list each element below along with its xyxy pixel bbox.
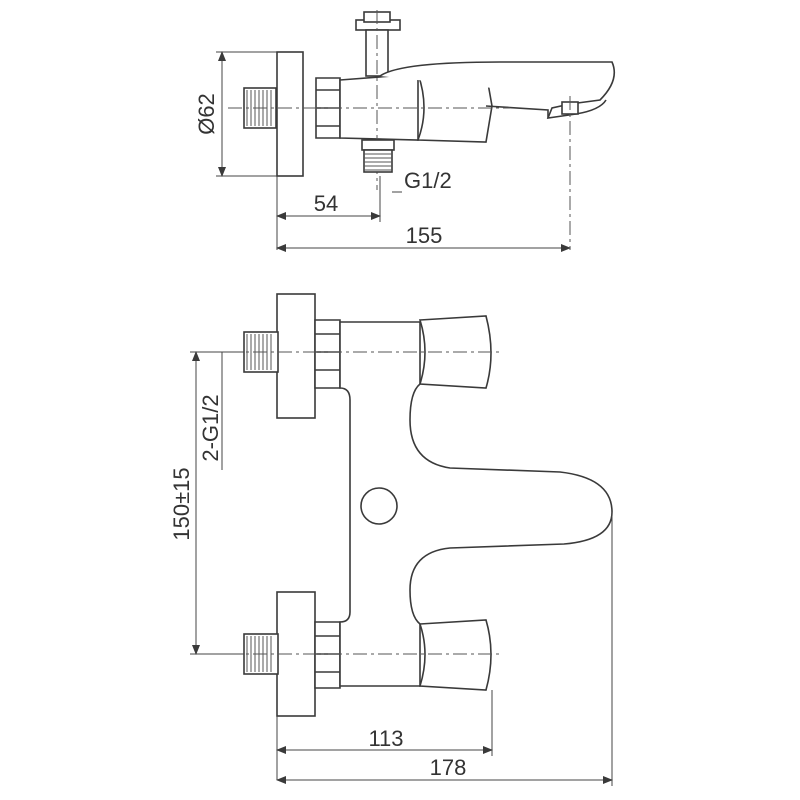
dim-depth-total: 155 bbox=[276, 223, 571, 252]
upper-hex-nut bbox=[314, 319, 341, 389]
top-handle bbox=[416, 71, 493, 143]
label-center-distance: 150±15 bbox=[169, 467, 194, 540]
label-overall-length: 178 bbox=[430, 755, 467, 780]
upper-wall-flange bbox=[276, 293, 316, 419]
label-inlet-thread-pair: 2-G1/2 bbox=[198, 394, 223, 461]
dim-inlet-thread-pair: 2-G1/2 bbox=[198, 352, 223, 470]
label-spout-reach: 113 bbox=[368, 726, 403, 751]
label-inlet-thread: G1/2 bbox=[404, 168, 452, 193]
label-diameter: Ø62 bbox=[194, 93, 219, 135]
lower-handle bbox=[418, 619, 492, 691]
label-depth-total: 155 bbox=[406, 223, 443, 248]
top-bottom-inlet bbox=[361, 139, 395, 173]
top-body bbox=[339, 73, 419, 141]
dim-spout-reach: 113 bbox=[276, 690, 493, 780]
lower-hex-nut bbox=[314, 621, 341, 689]
mixer-body bbox=[339, 321, 613, 687]
diverter-knob bbox=[360, 487, 398, 525]
top-spout bbox=[379, 61, 616, 119]
top-view: Ø62 G1/2 54 155 bbox=[194, 10, 616, 252]
dim-overall-length: 178 bbox=[276, 512, 613, 786]
dim-diameter: Ø62 bbox=[194, 51, 277, 177]
dim-offset: 54 bbox=[276, 176, 381, 250]
front-view: 150±15 2-G1/2 113 178 bbox=[169, 293, 613, 786]
top-wall-flange bbox=[276, 51, 304, 177]
label-offset: 54 bbox=[314, 191, 338, 216]
top-inlet-thread bbox=[243, 87, 277, 129]
dim-center-distance: 150±15 bbox=[169, 351, 244, 655]
